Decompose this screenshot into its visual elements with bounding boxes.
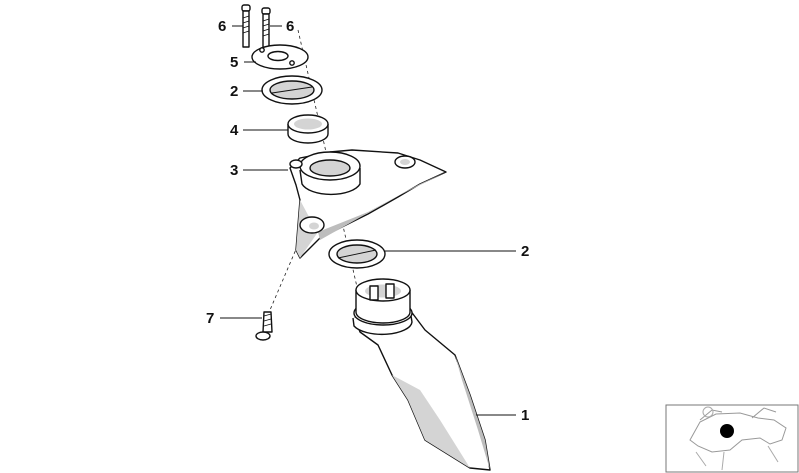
callout-2-top: 2 <box>230 83 238 100</box>
location-marker-icon <box>720 424 734 438</box>
location-inset-thumbnail <box>665 404 799 473</box>
callout-6-left: 6 <box>218 18 226 35</box>
assembly-axis-bolt <box>269 239 301 311</box>
bracket-part-3 <box>289 149 447 259</box>
callout-6-right: 6 <box>286 18 294 35</box>
fender-part-1 <box>352 278 491 471</box>
seal-ring-mid <box>328 239 386 269</box>
callout-2-mid: 2 <box>521 243 529 260</box>
screw-part-7 <box>255 311 273 341</box>
seal-ring-top <box>261 75 323 105</box>
callout-3: 3 <box>230 162 238 179</box>
callout-7: 7 <box>206 310 214 327</box>
bolt-left <box>241 4 251 48</box>
plate-part-5 <box>251 44 309 70</box>
callout-5: 5 <box>230 54 238 71</box>
callout-1: 1 <box>521 407 529 424</box>
bushing-part-4 <box>287 114 329 144</box>
callout-4: 4 <box>230 122 239 139</box>
